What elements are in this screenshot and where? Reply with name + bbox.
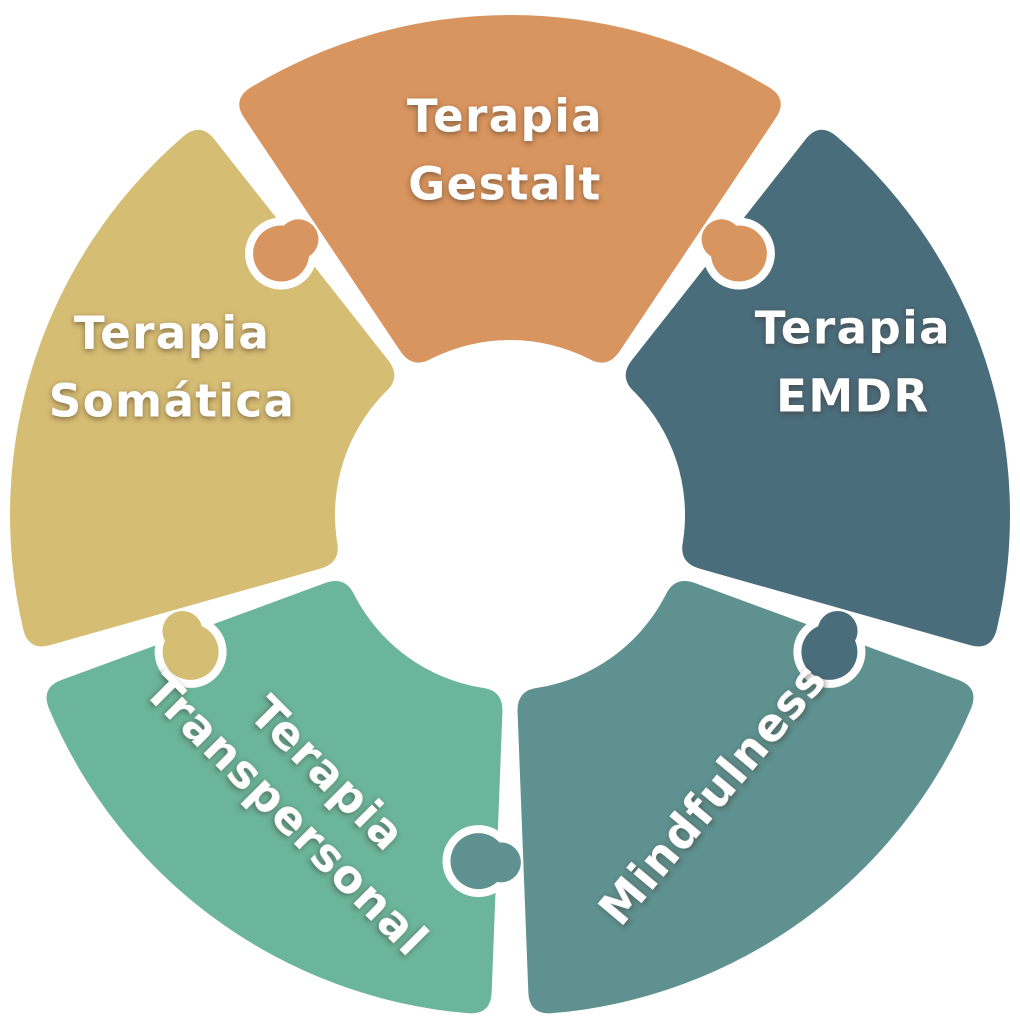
tab-knob-somatica <box>162 623 219 680</box>
segment-gestalt <box>239 14 781 363</box>
tab-knob-gestalt <box>253 225 310 282</box>
segment-transpersonal <box>46 580 503 1014</box>
tab-knob-emdr <box>710 225 767 282</box>
label-somatica-line-1: Terapia <box>74 306 270 359</box>
segment-mindfulness <box>517 580 974 1014</box>
tab-knob-transpersonal <box>450 833 507 890</box>
label-emdr-line-2: EMDR <box>776 369 930 422</box>
label-somatica-line-2: Somática <box>49 374 296 427</box>
center-hub <box>337 342 683 688</box>
tab-knob-mindfulness <box>801 623 858 680</box>
label-gestalt-line-2: Gestalt <box>408 158 602 211</box>
label-emdr-line-1: Terapia <box>755 301 951 354</box>
label-gestalt-line-1: Terapia <box>407 90 603 143</box>
tabs-layer <box>154 217 866 898</box>
